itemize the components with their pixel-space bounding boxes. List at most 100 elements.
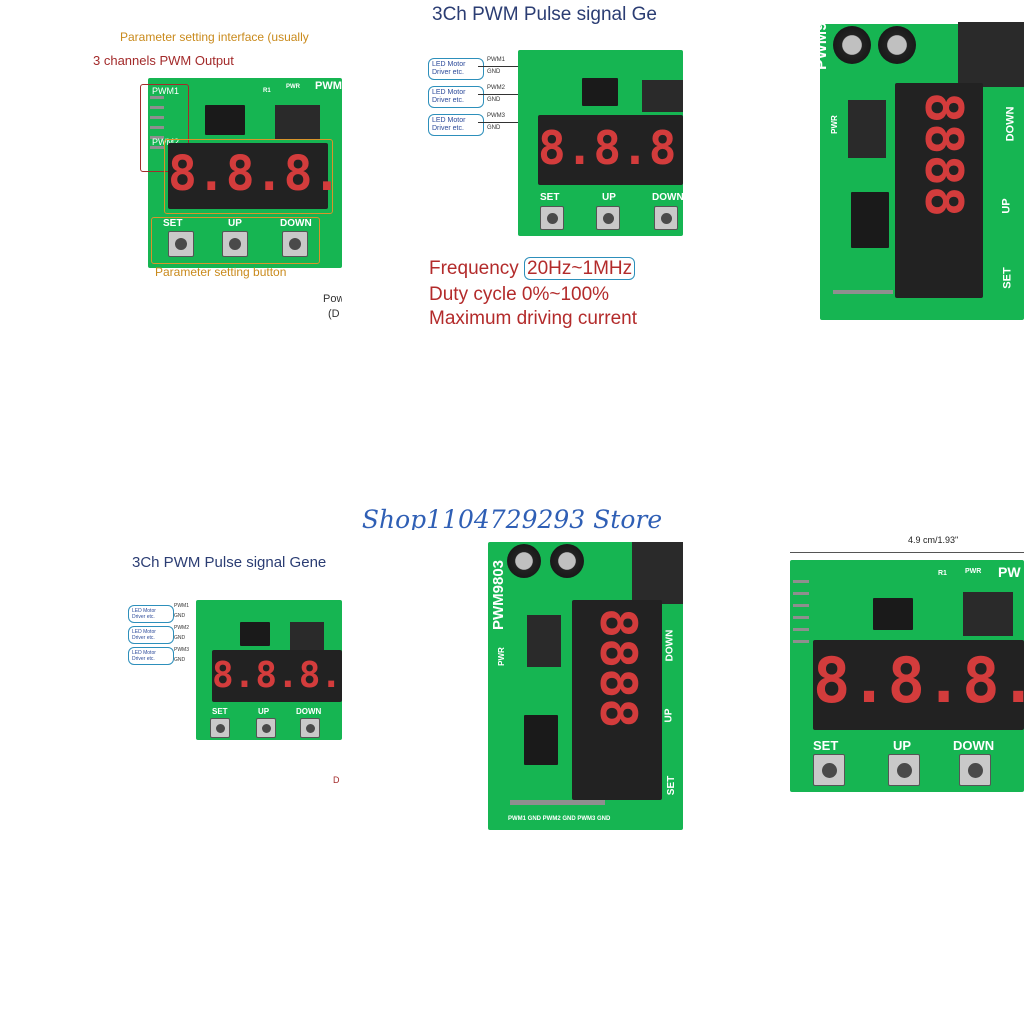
product-photo-annotated-board: Parameter setting interface (usually 3 c… [0,0,342,342]
ic-chip [582,78,618,106]
set-button [813,754,845,786]
pwm1-label: PWM1 [152,86,179,96]
set-label: SET [1001,267,1014,289]
spec-title: 3Ch PWM Pulse signal Ge [432,4,657,25]
up-label: UP [258,707,270,716]
pin-label-gnd-3: GND [487,125,501,131]
voltage-regulator [527,615,561,667]
pin-label-pwm1: PWM1 [174,603,189,609]
board-name: PWM9803 [813,0,830,70]
board-label: PWM [315,80,342,92]
up-label: UP [893,738,912,753]
channels-note: 3 channels PWM Output [93,53,234,68]
duty-cycle-line: Duty cycle 0%~100% [429,284,610,305]
pwr-label: PWR [829,115,839,134]
down-label: DOWN [296,707,322,716]
up-button [888,754,920,786]
voltage-regulator [290,622,324,650]
ic-chip [524,715,558,765]
voltage-regulator [848,100,886,158]
up-label: UP [602,192,616,203]
ic-chip [851,192,889,248]
pin-label-gnd-3: GND [174,657,186,663]
button-note: Parameter setting button [155,265,287,279]
pwr-label: PWR [965,568,982,575]
spec-title: 3Ch PWM Pulse signal Gene [132,554,327,571]
seven-segment-display [538,115,683,185]
set-label: SET [212,707,228,716]
product-photo-vertical-board: PWM9803 PWR 8888 DOWN UP SET [683,0,1024,342]
voltage-regulator [963,592,1013,636]
voltage-regulator [275,105,320,140]
frequency-label: Frequency [429,258,525,279]
set-label: SET [540,192,560,203]
set-label: SET [813,738,839,753]
product-photo-dimension-board: 4.9 cm/1.93" PW R1 PWR 8.8.8.8 SET UP DO… [683,530,1024,850]
display-digits: 8.8.8.8 [212,655,342,696]
seven-segment-display [813,640,1024,730]
interface-note: Parameter setting interface (usually [120,30,309,44]
pwr-label: PWR [496,647,506,666]
ic-chip [205,105,245,135]
product-photo-spec-board-small: 3Ch PWM Pulse signal Gene LED Motor Driv… [0,530,342,850]
down-label: DOWN [664,629,676,662]
power-note-partial: Pow [323,293,342,305]
ic-chip [240,622,270,646]
down-label: DOWN [953,738,995,753]
up-label: UP [228,218,242,229]
display-frame [164,139,333,214]
driver-tag-1: LED Motor Driver etc. [128,605,174,623]
frequency-value: 20Hz~1MHz [524,257,636,280]
partial-label: D [333,775,340,785]
pwr-label: PWR [286,84,300,90]
down-label: DOWN [1004,106,1017,142]
down-button [282,231,308,257]
store-watermark: Shop1104729293 Store [361,505,663,534]
down-button [959,754,991,786]
down-label: DOWN [652,192,683,203]
pin-header [510,800,605,805]
up-label: UP [663,708,675,723]
r1-label: R1 [263,88,271,94]
pin-label-gnd-2: GND [487,97,501,103]
pin-label-gnd-1: GND [174,613,186,619]
pin-label-gnd-1: GND [487,69,501,75]
driver-tag-3: LED Motor Driver etc. [128,647,174,665]
product-photo-vertical-board-2: PWM9803 PWR 8888 DOWN UP SET PWM1 GND PW… [342,530,683,850]
seven-segment-display [168,143,328,209]
power-note-partial-2: (D [328,308,340,320]
set-button [210,718,230,738]
seven-segment-display [212,650,342,702]
display-digits: 8.8.8.8. [168,146,342,202]
set-button [168,231,194,257]
product-photo-spec-board: 3Ch PWM Pulse signal Ge LED Motor Driver… [342,0,683,342]
driver-tag-2: LED Motor Driver etc. [128,626,174,644]
ic-chip [873,598,913,630]
driver-tag-1: LED Motor Driver etc. [428,58,484,80]
power-jack [958,22,1024,87]
buttons-frame [151,217,320,264]
driver-tag-2: LED Motor Driver etc. [428,86,484,108]
down-button [654,206,678,230]
capacitor-1 [507,544,541,578]
pin-label-pwm2: PWM2 [174,625,189,631]
pin-label-pwm2: PWM2 [487,85,505,91]
pin-label-pwm3: PWM3 [174,647,189,653]
capacitor-2 [878,26,916,64]
seven-segment-display [572,600,662,800]
down-label: DOWN [280,218,312,229]
set-label: SET [666,775,678,796]
up-button [596,206,620,230]
r1-label: R1 [938,570,947,577]
board-name: PWM9803 [490,559,507,630]
set-button [540,206,564,230]
pwm2-label: PWM2 [152,137,179,147]
pin-header [833,290,893,294]
capacitor-2 [550,544,584,578]
current-line: Maximum driving current [429,308,637,329]
voltage-regulator [642,80,683,112]
pin-label-pwm3: PWM3 [487,113,505,119]
power-jack [632,542,683,604]
frequency-line: Frequency 20Hz~1MHz [429,257,636,280]
display-digits: 8.8.8.8 [538,121,683,175]
